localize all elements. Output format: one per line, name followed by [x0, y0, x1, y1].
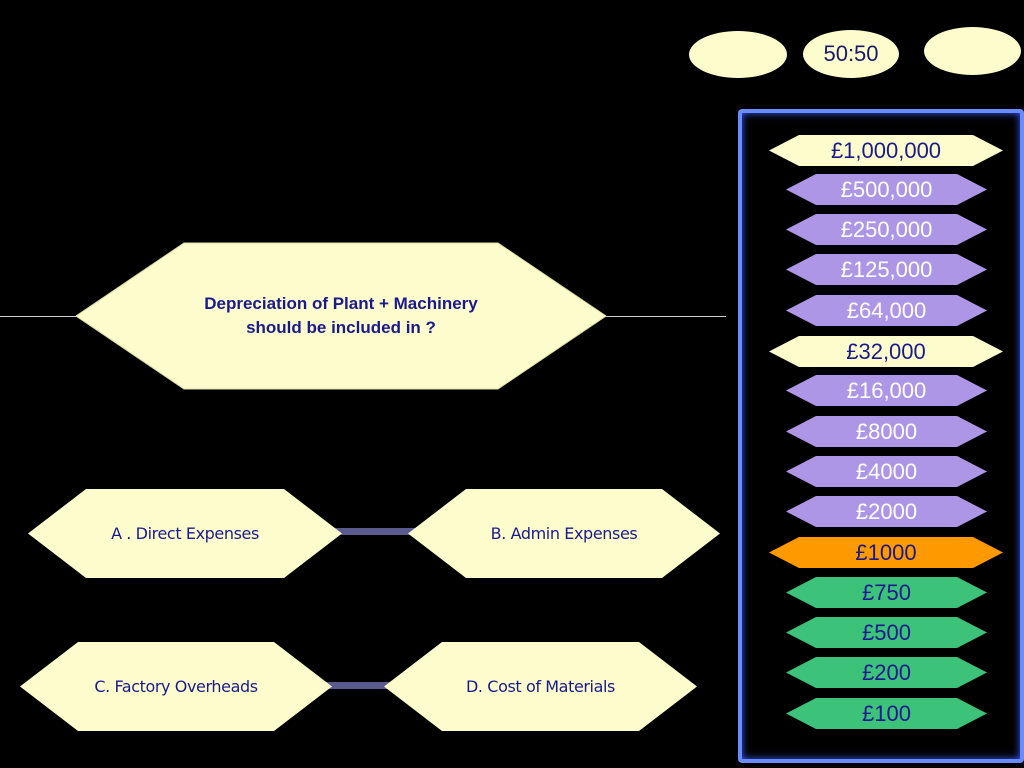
- answer-connector-ab: [335, 528, 415, 535]
- answer-b-label: B. Admin Expenses: [490, 524, 638, 543]
- question-line-left: [0, 316, 80, 317]
- ladder-rung-shape: [786, 657, 987, 688]
- ladder-rung-label: £64,000: [846, 297, 927, 323]
- ladder-rung-5: £1000: [769, 537, 1003, 568]
- answer-c-label: C. Factory Overheads: [94, 677, 258, 696]
- ladder-rung-shape: [786, 174, 987, 205]
- ladder-rung-shape: [786, 577, 987, 608]
- ladder-rung-label: £1,000,000: [830, 137, 942, 163]
- question-text: Depreciation of Plant + Machinery should…: [204, 294, 478, 337]
- answer-a-hexagon: [28, 489, 342, 578]
- ladder-rung-shape: [769, 537, 1003, 568]
- ladder-rung-shape: [786, 416, 987, 447]
- ladder-rung-shape: [786, 456, 987, 487]
- ladder-rung-shape: [786, 698, 987, 729]
- answer-c[interactable]: C. Factory Overheads: [20, 642, 332, 731]
- question-hexagon: [76, 242, 606, 390]
- ladder-rung-13: £250,000: [786, 214, 987, 245]
- ladder-rung-shape: [786, 295, 987, 326]
- ladder-rung-shape: [769, 336, 1003, 367]
- ladder-rung-label: £8000: [855, 418, 918, 444]
- answer-d-label: D. Cost of Materials: [466, 677, 615, 696]
- answer-d[interactable]: D. Cost of Materials: [384, 642, 697, 731]
- ladder-rung-2: £200: [786, 657, 987, 688]
- ladder-rung-shape: [786, 617, 987, 648]
- ladder-rung-12: £125,000: [786, 254, 987, 285]
- ladder-rung-shape: [769, 135, 1003, 166]
- answer-b-hexagon: [408, 489, 720, 578]
- ladder-rung-3: £500: [786, 617, 987, 648]
- ladder-rung-label: £750: [862, 579, 911, 605]
- ladder-rung-6: £2000: [786, 496, 987, 527]
- ladder-rung-8: £8000: [786, 416, 987, 447]
- ladder-rung-label: £500: [862, 619, 911, 645]
- ladder-rung-shape: [786, 214, 987, 245]
- ladder-rung-4: £750: [786, 577, 987, 608]
- ladder-rung-label: £32,000: [846, 338, 926, 364]
- ladder-rung-shape: [786, 254, 987, 285]
- lifeline-left[interactable]: [689, 31, 787, 78]
- ladder-rung-label: £1000: [855, 539, 917, 565]
- lifeline-right[interactable]: [924, 27, 1021, 75]
- answer-connector-cd: [325, 682, 395, 689]
- answer-b[interactable]: B. Admin Expenses: [408, 489, 720, 578]
- ladder-rung-shape: [786, 375, 987, 406]
- ladder-rung-label: £2000: [855, 498, 918, 524]
- lifeline-fifty-fifty[interactable]: 50:50: [803, 30, 899, 78]
- question-line-right: [604, 316, 726, 317]
- ladder-rung-label: £125,000: [840, 256, 933, 282]
- ladder-rung-label: £100: [862, 700, 911, 726]
- ladder-rung-label: £250,000: [840, 216, 933, 242]
- ladder-rung-label: £16,000: [846, 377, 927, 403]
- answer-a-label: A . Direct Expenses: [111, 524, 259, 543]
- ladder-rung-label: £500,000: [840, 176, 933, 202]
- ladder-rung-1: £100: [786, 698, 987, 729]
- question-box: Depreciation of Plant + Machinery should…: [76, 242, 606, 390]
- ladder-rung-14: £500,000: [786, 174, 987, 205]
- ladder-rung-11: £64,000: [786, 295, 987, 326]
- answer-c-hexagon: [20, 642, 332, 731]
- ladder-rung-shape: [786, 496, 987, 527]
- ladder-rung-15: £1,000,000: [769, 135, 1003, 166]
- answer-d-hexagon: [384, 642, 697, 731]
- ladder-rung-9: £16,000: [786, 375, 987, 406]
- money-ladder-frame: [738, 109, 1024, 763]
- answer-a[interactable]: A . Direct Expenses: [28, 489, 342, 578]
- ladder-rung-10: £32,000: [769, 336, 1003, 367]
- ladder-rung-label: £4000: [855, 458, 918, 484]
- ladder-rung-label: £200: [862, 659, 911, 685]
- ladder-rung-7: £4000: [786, 456, 987, 487]
